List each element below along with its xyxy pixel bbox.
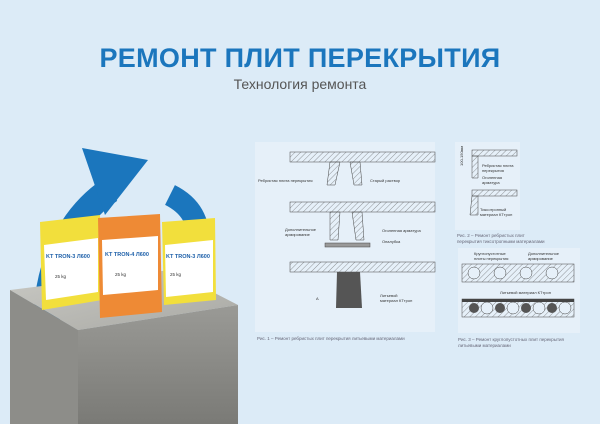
fig1-label-formwork: Опалубка xyxy=(382,239,401,244)
fig1-label-cast-material: Литьевой материал КТтрон xyxy=(380,293,413,303)
svg-text:25 kg: 25 kg xyxy=(115,272,127,277)
product-bag: KT TRON-4 Л600 25 kg xyxy=(98,214,162,318)
page-subtitle: Технология ремонта xyxy=(233,76,367,92)
fig2-label-exposed-reinf: Оголенная арматура xyxy=(482,175,502,185)
figure-2-diagram xyxy=(455,142,520,230)
fig3-label-extra-reinf: Дополнительное армирование xyxy=(528,251,560,261)
figure-3-caption: Рис. 3 – Ремонт круглопустотных плит пер… xyxy=(458,337,564,348)
figure-1-caption: Рис. 1 – Ремонт ребристых плит перекрыти… xyxy=(257,336,405,341)
fig1-label-exposed-reinf: Оголенная арматура xyxy=(382,228,421,233)
fig2-label-thixo-material: Тиксотропный материал КТтрон xyxy=(480,207,513,217)
svg-text:25 kg: 25 kg xyxy=(55,274,67,279)
svg-text:KT TRON-4 Л600: KT TRON-4 Л600 xyxy=(105,252,149,258)
fig3-label-hollow-slab: Круглопустотные плиты перекрытия xyxy=(474,251,509,261)
page-title: РЕМОНТ ПЛИТ ПЕРЕКРЫТИЯ xyxy=(99,43,501,73)
fig3-label-cast-material: Литьевой материал КТтрон xyxy=(500,290,551,295)
svg-text:25 kg: 25 kg xyxy=(170,272,182,277)
fig1-label-ribbed-slab: Ребристая плита перекрытия xyxy=(258,178,313,183)
figure-1-diagram xyxy=(255,142,436,332)
fig1-label-old-mortar: Старый раствор xyxy=(370,178,401,183)
fig1-label-extra-reinf: Дополнительное армирование xyxy=(285,227,317,237)
fig2-label-ribbed-slab: Ребристая плита перекрытия xyxy=(482,163,514,173)
fig2-label-dim: 100-150мм xyxy=(459,145,464,166)
product-bag: KT TRON-3 Л600 25 kg xyxy=(40,215,102,310)
figure-2-caption: Рис. 2 – Ремонт ребристых плит перекрыти… xyxy=(457,233,545,244)
svg-text:KT TRON-3 Л600: KT TRON-3 Л600 xyxy=(166,254,210,260)
fig1-label-a: А xyxy=(316,296,319,301)
svg-text:KT TRON-3 Л600: KT TRON-3 Л600 xyxy=(46,254,90,260)
product-bag: KT TRON-3 Л600 25 kg xyxy=(162,218,216,305)
figure-3-diagram xyxy=(458,248,580,333)
